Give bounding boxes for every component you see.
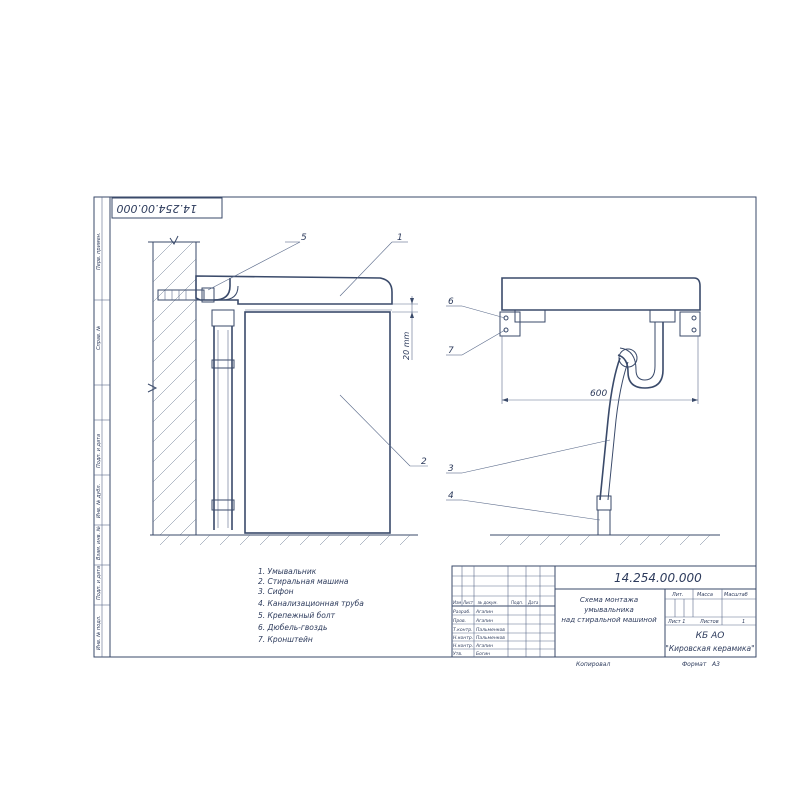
side-stamp-7: Инв. № подл. [96, 616, 102, 651]
role-1: Разраб. [453, 609, 471, 615]
drawing-frame [109, 196, 757, 658]
role-4-name: Пальменков [476, 635, 505, 641]
callout-6: 6 [448, 297, 454, 307]
role-6: Утв. [453, 651, 462, 657]
width-dimension-label: 600 [590, 389, 607, 399]
washbasin-side [195, 275, 393, 311]
role-2: Пров. [453, 618, 466, 624]
side-stamp-2: Справ. № [96, 326, 102, 350]
company-name: "Кировская керамика" [665, 644, 754, 653]
side-stamp-3: Подп. и дата [96, 434, 102, 468]
legend-item-2: 2. Стиральная машина [258, 577, 349, 586]
col-header-sign: Подп. [511, 600, 523, 605]
code-box-text: 14.254.00.000 [117, 202, 197, 215]
role-3: Т.контр. [453, 627, 473, 633]
role-1-name: Агапин [475, 609, 493, 615]
format-label: Формат [682, 661, 707, 668]
floor-right [490, 534, 720, 546]
washing-machine [244, 311, 391, 534]
role-4: Н.контр. [453, 635, 473, 641]
format-value: А3 [711, 661, 720, 668]
title-line-3: над стиральной машиной [561, 616, 657, 624]
legend-item-7: 7. Кронштейн [258, 635, 313, 644]
title-block-code: 14.254.00.000 [614, 571, 702, 585]
col-header-list: Лист [462, 600, 474, 605]
title-line-2: умывальника [583, 606, 634, 614]
side-stamp-4: Инв. № дубл. [96, 484, 102, 518]
side-stamp-1: Перв. примен. [96, 232, 102, 270]
width-dimension [501, 336, 699, 404]
callout-7: 7 [448, 346, 454, 356]
sheets-count: 1 [742, 619, 745, 625]
leaders-right [446, 305, 611, 521]
header-lit: Лит. [671, 592, 684, 598]
col-header-izm: Изм [453, 600, 461, 605]
code-box [111, 197, 223, 219]
legend-item-1: 1. Умывальник [258, 567, 317, 576]
callout-2: 2 [421, 457, 427, 467]
callout-4: 4 [448, 491, 454, 501]
title-line-1: Схема монтажа [580, 596, 638, 604]
col-header-date: Дата [527, 600, 539, 605]
callout-1: 1 [397, 233, 403, 243]
bracket-left [499, 311, 521, 337]
legend-item-3: 3. Сифон [258, 587, 294, 596]
role-6-name: Богин [476, 651, 490, 657]
col-header-doc: № докум. [477, 600, 498, 605]
bracket-right [679, 311, 701, 337]
role-3-name: Пальменков [476, 627, 505, 633]
legend-item-6: 6. Дюбель-гвоздь [258, 623, 327, 632]
legend-item-4: 4. Канализационная труба [258, 599, 364, 608]
header-mass: Масса [697, 592, 713, 598]
company-top: КБ АО [696, 631, 725, 641]
sheet-label: Лист 1 [667, 619, 685, 625]
sheets-label: Листов [699, 619, 719, 625]
callout-5: 5 [301, 233, 307, 243]
callout-3: 3 [448, 464, 454, 474]
mounting-bolt [157, 287, 215, 303]
title-block [451, 565, 757, 658]
side-stamp-6: Подп. и дата [96, 566, 102, 600]
siphon-front [596, 322, 664, 535]
header-scale: Масштаб [724, 592, 748, 598]
washbasin-front [501, 277, 701, 323]
leaders-left [207, 241, 428, 467]
gap-dimension-label: 20 mm [402, 331, 411, 360]
legend-item-5: 5. Крепежный болт [258, 611, 336, 620]
side-stamp-5: Взам. инв. № [96, 526, 102, 560]
wall [147, 235, 200, 536]
copied-label: Копировал [576, 661, 610, 668]
role-5: Н.контр. [453, 643, 473, 649]
gap-dimension [392, 296, 418, 360]
role-2-name: Агапин [475, 618, 493, 624]
floor-left [150, 534, 418, 546]
drain-pipe-left [211, 278, 239, 530]
role-5-name: Агапин [475, 643, 493, 649]
